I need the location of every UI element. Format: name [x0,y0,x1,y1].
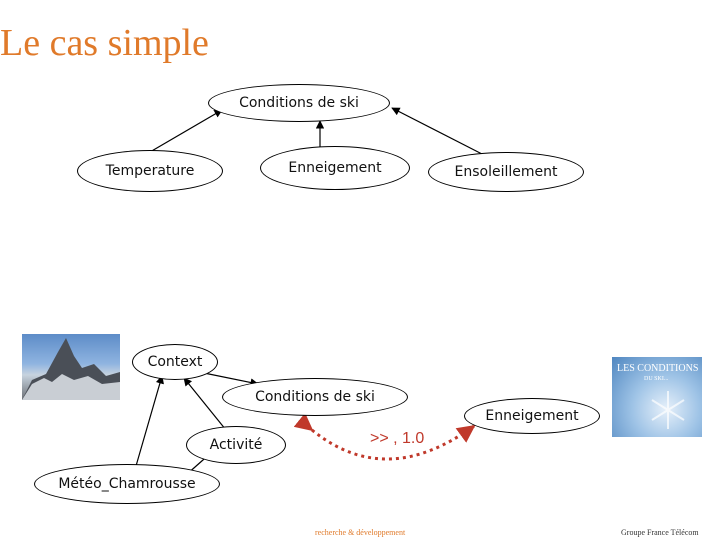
node-label: Conditions de ski [239,95,359,111]
mapping-link-label: >> , 1.0 [370,430,425,447]
mapping-link [293,412,476,461]
ski-conditions-photo: LES CONDITIONS DU SKI... [612,357,702,437]
node-label: Enneigement [288,160,382,176]
node-label: Météo_Chamrousse [58,476,196,492]
node-label: Activité [209,437,263,453]
ski-conditions-caption: LES CONDITIONS [617,363,699,374]
footer-right-text: Groupe France Télécom [621,528,699,537]
edge-activite-context [183,377,227,431]
node-label: Ensoleillement [454,164,558,180]
node-conditions-de-ski-bottom: Conditions de ski [222,378,408,416]
slide-title: Le cas simple [0,22,209,64]
node-label: Enneigement [485,408,579,424]
mountain-shape [22,338,120,400]
edge-meteo-context [135,375,164,467]
node-label: Conditions de ski [255,389,375,405]
node-ensoleillement: Ensoleillement [428,152,584,192]
node-activite: Activité [186,426,286,464]
edge-temperature-conditions [149,109,223,153]
node-context: Context [132,344,218,380]
node-label: Temperature [105,163,195,179]
ski-conditions-subcaption: DU SKI... [644,376,669,382]
footer-center-text: recherche & développement [315,528,406,537]
edge-context-conditions [203,372,259,387]
mountain-photo [22,334,120,400]
node-temperature: Temperature [77,150,223,192]
node-label: Context [147,354,203,370]
snowflake-icon [651,391,685,429]
node-enneigement-top: Enneigement [260,146,410,190]
node-conditions-de-ski-top: Conditions de ski [208,84,390,122]
node-meteo-chamrousse: Météo_Chamrousse [34,464,220,504]
node-enneigement-bottom: Enneigement [464,398,600,434]
edge-ensoleillement-conditions [391,107,483,155]
